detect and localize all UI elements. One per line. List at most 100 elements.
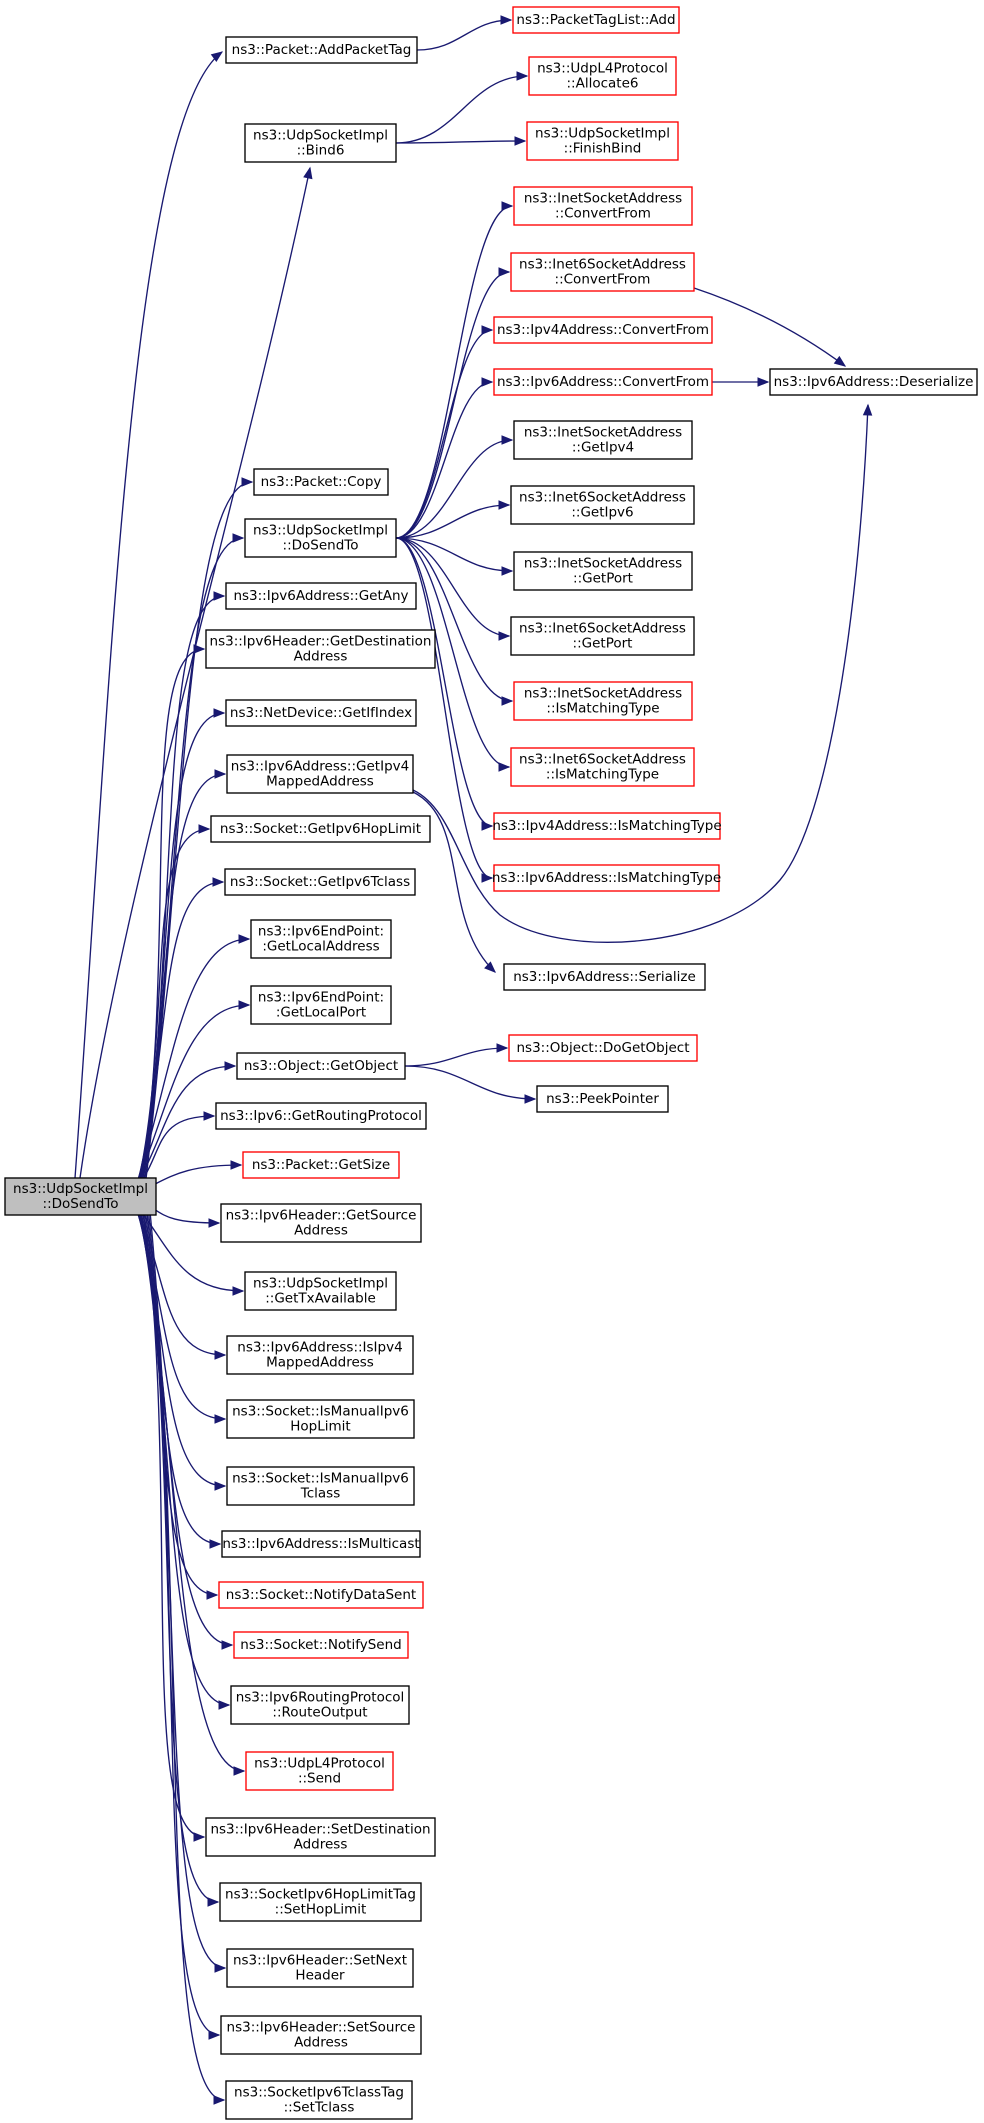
node-box xyxy=(244,1271,397,1311)
node-inetsocketaddress-getipv4[interactable]: ns3::InetSocketAddress::GetIpv4 xyxy=(513,420,693,460)
node-label: ns3::Ipv6Header::SetNext xyxy=(233,1953,407,1969)
arrow-head-icon xyxy=(213,708,226,718)
node-label: ::GetTxAvailable xyxy=(265,1291,376,1307)
node-socket-getipv6hoplimit[interactable]: ns3::Socket::GetIpv6HopLimit xyxy=(210,815,431,843)
node-ipv6address-convertfrom[interactable]: ns3::Ipv6Address::ConvertFrom xyxy=(493,368,713,396)
node-label: ns3::UdpL4Protocol xyxy=(537,61,668,77)
node-inetsocketaddress-ismatchingtype[interactable]: ns3::InetSocketAddress::IsMatchingType xyxy=(513,681,693,721)
node-object-getobject[interactable]: ns3::Object::GetObject xyxy=(236,1052,406,1080)
node-box xyxy=(219,1882,422,1922)
node-ipv6endpoint-getlocaladdress[interactable]: ns3::Ipv6EndPoint::GetLocalAddress xyxy=(250,919,392,959)
edge-line xyxy=(395,537,510,637)
node-socketipv6tclasstag-settclass[interactable]: ns3::SocketIpv6TclassTag::SetTclass xyxy=(225,2080,413,2120)
edge-line xyxy=(146,1196,220,2036)
node-root[interactable]: ns3::UdpSocketImpl::DoSendTo xyxy=(4,1177,157,1216)
node-packet-copy[interactable]: ns3::Packet::Copy xyxy=(253,468,389,496)
node-inet6socketaddress-convertfrom[interactable]: ns3::Inet6SocketAddress::ConvertFrom xyxy=(510,252,695,292)
node-label: ::RouteOutput xyxy=(272,1705,367,1721)
node-ipv6-getroutingprotocol[interactable]: ns3::Ipv6::GetRoutingProtocol xyxy=(215,1102,427,1130)
edge-udpsocketimpl-dosendto-to-ipv6address-ismatchingtype xyxy=(395,537,494,883)
node-ipv6address-ismulticast[interactable]: ns3::Ipv6Address::IsMulticast xyxy=(221,1530,421,1558)
arrow-head-icon xyxy=(501,696,514,706)
node-label: ::Bind6 xyxy=(297,143,345,159)
node-box xyxy=(536,1085,669,1113)
node-label: ns3::Ipv6Header::GetDestination xyxy=(210,634,432,650)
node-label: ns3::Ipv6Address::ConvertFrom xyxy=(497,374,709,390)
node-packet-getsize[interactable]: ns3::Packet::GetSize xyxy=(242,1151,400,1179)
edge-root-to-socket-getipv6hoplimit xyxy=(134,824,211,1197)
arrow-head-icon xyxy=(862,403,873,416)
node-udpsocketimpl-dosendto[interactable]: ns3::UdpSocketImpl::DoSendTo xyxy=(244,518,397,558)
node-ipv6address-ismatchingtype[interactable]: ns3::Ipv6Address::IsMatchingType xyxy=(492,864,721,892)
node-box xyxy=(244,123,397,163)
node-label: ::FinishBind xyxy=(564,141,642,157)
edge-root-to-ipv6address-getipv4mappedaddress xyxy=(135,769,227,1197)
node-box xyxy=(224,868,416,896)
node-ipv4address-convertfrom[interactable]: ns3::Ipv4Address::ConvertFrom xyxy=(493,316,713,344)
node-label: ns3::Ipv6EndPoint: xyxy=(258,924,384,940)
node-socket-getipv6tclass[interactable]: ns3::Socket::GetIpv6Tclass xyxy=(224,868,416,896)
node-label: ::SetTclass xyxy=(284,2100,355,2116)
node-ipv4address-ismatchingtype[interactable]: ns3::Ipv4Address::IsMatchingType xyxy=(492,812,722,840)
node-udpl4protocol-send[interactable]: ns3::UdpL4Protocol::Send xyxy=(245,1751,394,1791)
arrow-head-icon xyxy=(233,1766,246,1776)
node-udpsocketimpl-finishbind[interactable]: ns3::UdpSocketImpl::FinishBind xyxy=(526,121,679,161)
node-inetsocketaddress-convertfrom[interactable]: ns3::InetSocketAddress::ConvertFrom xyxy=(513,186,693,226)
node-box xyxy=(528,56,677,96)
node-box xyxy=(205,629,436,669)
node-object-dogetobject[interactable]: ns3::Object::DoGetObject xyxy=(508,1034,698,1062)
node-label: ns3::Socket::NotifySend xyxy=(240,1637,401,1653)
node-box xyxy=(236,1052,406,1080)
node-label: ns3::Ipv6Address::IsMatchingType xyxy=(492,870,721,886)
node-ipv6address-deserialize[interactable]: ns3::Ipv6Address::Deserialize xyxy=(769,368,978,396)
node-box xyxy=(226,754,414,794)
arrow-head-icon xyxy=(214,1481,227,1491)
node-ipv6address-serialize[interactable]: ns3::Ipv6Address::Serialize xyxy=(503,963,706,991)
edge-udpsocketimpl-dosendto-to-ipv4address-ismatchingtype xyxy=(395,537,494,831)
edge-line xyxy=(130,1004,250,1197)
node-label: :GetLocalAddress xyxy=(262,939,379,955)
node-box xyxy=(242,1151,400,1179)
node-label: ns3::Socket::GetIpv6Tclass xyxy=(230,874,410,890)
node-label: ns3::Ipv6Header::GetSource xyxy=(226,1208,417,1224)
node-inet6socketaddress-getipv6[interactable]: ns3::Inet6SocketAddress::GetIpv6 xyxy=(510,485,695,525)
node-ipv6routingprotocol-routeoutput[interactable]: ns3::Ipv6RoutingProtocol::RouteOutput xyxy=(230,1685,410,1725)
node-udpsocketimpl-gettxavailable[interactable]: ns3::UdpSocketImpl::GetTxAvailable xyxy=(244,1271,397,1311)
node-packet-addpackettag[interactable]: ns3::Packet::AddPacketTag xyxy=(225,36,418,64)
edge-root-to-socket-getipv6tclass xyxy=(133,877,225,1197)
edge-line xyxy=(141,537,244,1197)
node-socketipv6hoplimittag-sethoplimit[interactable]: ns3::SocketIpv6HopLimitTag::SetHopLimit xyxy=(219,1882,422,1922)
node-inet6socketaddress-getport[interactable]: ns3::Inet6SocketAddress::GetPort xyxy=(510,616,695,656)
node-udpsocketimpl-bind6[interactable]: ns3::UdpSocketImpl::Bind6 xyxy=(244,123,397,163)
node-label: ns3::Packet::AddPacketTag xyxy=(232,42,412,58)
node-packettaglist-add[interactable]: ns3::PacketTagList::Add xyxy=(512,6,680,34)
node-ipv6endpoint-getlocalport[interactable]: ns3::Ipv6EndPoint::GetLocalPort xyxy=(250,985,392,1025)
node-box xyxy=(513,551,693,591)
node-socket-notifydatasent[interactable]: ns3::Socket::NotifyDataSent xyxy=(218,1581,424,1609)
node-inet6socketaddress-ismatchingtype[interactable]: ns3::Inet6SocketAddress::IsMatchingType xyxy=(510,747,695,787)
node-inetsocketaddress-getport[interactable]: ns3::InetSocketAddress::GetPort xyxy=(513,551,693,591)
node-udpl4protocol-allocate6[interactable]: ns3::UdpL4Protocol::Allocate6 xyxy=(528,56,677,96)
node-box xyxy=(245,1751,394,1791)
arrow-head-icon xyxy=(481,325,494,335)
arrow-head-icon xyxy=(481,873,494,883)
edge-line xyxy=(74,51,223,1179)
node-peekpointer[interactable]: ns3::PeekPointer xyxy=(536,1085,669,1113)
node-box xyxy=(250,985,392,1025)
node-netdevice-getifindex[interactable]: ns3::NetDevice::GetIfIndex xyxy=(225,699,417,727)
node-box xyxy=(226,1466,415,1506)
node-ipv6address-getany[interactable]: ns3::Ipv6Address::GetAny xyxy=(225,582,417,610)
node-label: MappedAddress xyxy=(266,774,374,790)
node-box xyxy=(226,1399,415,1439)
node-socket-notifysend[interactable]: ns3::Socket::NotifySend xyxy=(233,1631,409,1659)
arrow-head-icon xyxy=(193,1832,206,1842)
